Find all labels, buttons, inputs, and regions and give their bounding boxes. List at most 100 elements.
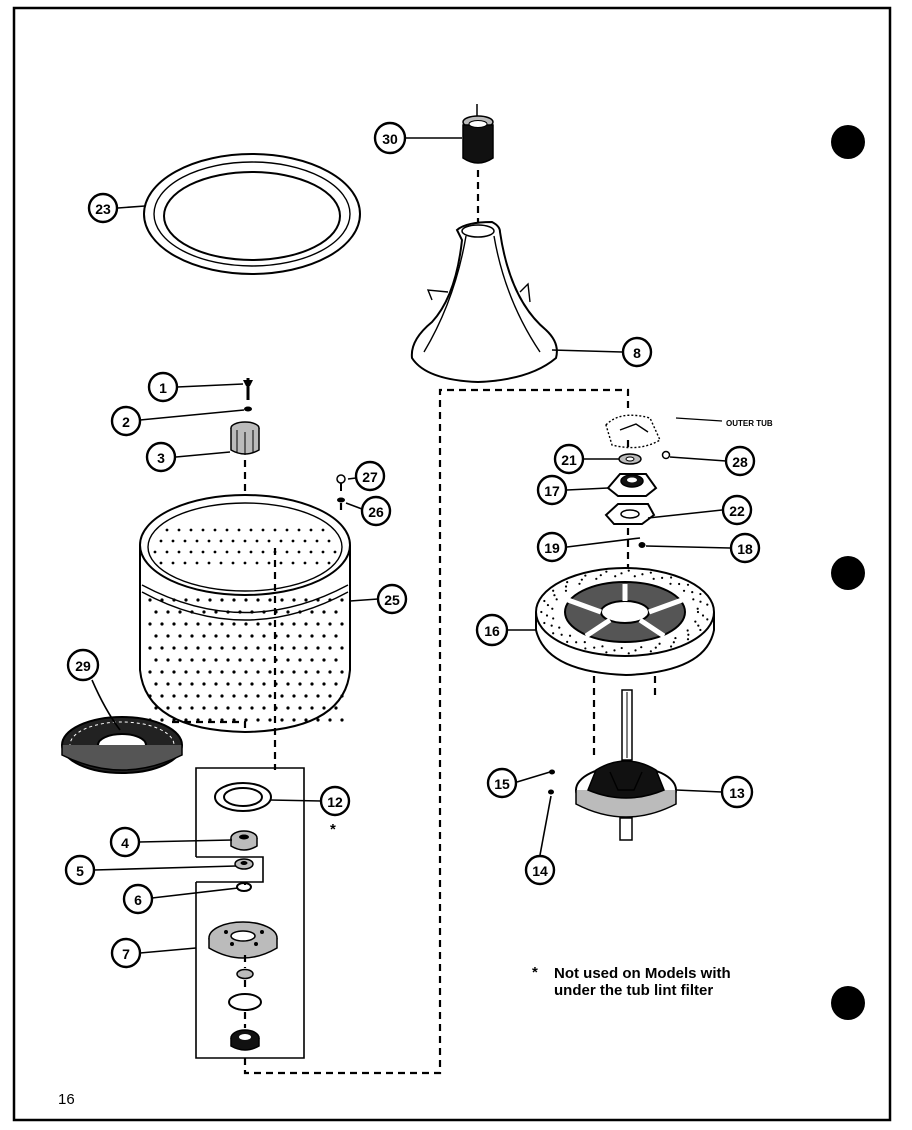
basket-perforation — [172, 718, 176, 722]
basket-perforation — [225, 550, 229, 554]
pulley-texture — [584, 647, 587, 650]
pulley-texture — [540, 610, 543, 614]
basket-perforation — [160, 622, 164, 626]
basket-perforation — [231, 539, 235, 543]
pulley-texture — [593, 646, 596, 649]
svg-text:16: 16 — [484, 623, 500, 639]
basket-perforation — [316, 670, 320, 674]
basket-perforation — [315, 561, 319, 565]
pulley-texture — [550, 624, 553, 627]
svg-text:26: 26 — [368, 504, 384, 520]
callout-26: 26 — [360, 495, 392, 527]
basket-perforation — [166, 706, 170, 710]
pulley-texture — [699, 592, 702, 596]
asterisk-marker: * — [330, 821, 336, 838]
svg-text:17: 17 — [544, 483, 560, 499]
pulley-texture — [658, 642, 661, 645]
pulley-texture — [706, 603, 709, 606]
svg-text:27: 27 — [362, 469, 378, 485]
basket-perforation — [262, 706, 266, 710]
basket-perforation — [316, 622, 320, 626]
basket-perforation — [327, 561, 331, 565]
page-border — [12, 6, 892, 1122]
basket-perforation — [190, 682, 194, 686]
outer-tub-label: OUTER TUB — [726, 419, 773, 428]
basket-perforation — [262, 682, 266, 686]
basket-perforation — [184, 598, 188, 602]
pulley-texture — [564, 585, 568, 588]
basket-perforation — [148, 622, 152, 626]
basket-perforation — [310, 682, 314, 686]
basket-perforation — [244, 622, 248, 626]
callout-12: 12 — [319, 785, 351, 817]
svg-text:19: 19 — [544, 540, 560, 556]
basket-perforation — [316, 646, 320, 650]
pulley-texture — [686, 629, 689, 632]
basket-perforation — [148, 646, 152, 650]
basket-perforation — [225, 528, 229, 532]
basket-perforation — [267, 539, 271, 543]
basket-perforation — [297, 528, 301, 532]
basket-perforation — [262, 610, 266, 614]
svg-text:13: 13 — [729, 785, 745, 801]
basket-perforation — [190, 706, 194, 710]
pulley-texture — [654, 646, 657, 649]
basket-perforation — [322, 634, 326, 638]
svg-text:12: 12 — [327, 794, 343, 810]
pulley-texture — [595, 577, 598, 580]
callout-19: 19 — [536, 531, 568, 563]
basket-perforation — [238, 682, 242, 686]
basket-perforation — [196, 622, 200, 626]
basket-perforation — [256, 670, 260, 674]
binder-hole-bottom — [831, 986, 865, 1020]
svg-text:7: 7 — [122, 946, 130, 962]
basket-perforation — [232, 694, 236, 698]
basket-perforation — [190, 634, 194, 638]
basket-perforation — [261, 550, 265, 554]
basket-perforation — [166, 658, 170, 662]
svg-text:25: 25 — [384, 592, 400, 608]
basket-perforation — [261, 528, 265, 532]
callout-7: 7 — [110, 937, 142, 969]
basket-perforation — [237, 528, 241, 532]
pulley-texture — [627, 569, 630, 572]
basket-perforation — [328, 694, 332, 698]
callout-22: 22 — [721, 494, 753, 526]
pulley-texture — [568, 634, 572, 637]
binder-hole-top — [831, 125, 865, 159]
svg-text:5: 5 — [76, 863, 84, 879]
basket-perforation — [250, 634, 254, 638]
basket-perforation — [171, 561, 175, 565]
svg-text:1: 1 — [159, 380, 167, 396]
pulley-texture — [634, 649, 637, 652]
callout-13: 13 — [720, 775, 754, 809]
basket-perforation — [202, 658, 206, 662]
pulley-texture — [627, 652, 630, 655]
basket-perforation — [172, 598, 176, 602]
basket-perforation — [201, 528, 205, 532]
basket-perforation — [190, 658, 194, 662]
basket-perforation — [292, 622, 296, 626]
basket-perforation — [256, 622, 260, 626]
basket-perforation — [286, 706, 290, 710]
basket-perforation — [280, 718, 284, 722]
pulley-texture — [580, 578, 583, 581]
callout-2: 2 — [110, 405, 142, 437]
pulley-texture — [696, 607, 699, 610]
binder-hole-middle — [831, 556, 865, 590]
pulley-texture — [552, 632, 555, 635]
basket-perforation — [268, 622, 272, 626]
pulley-texture — [706, 618, 709, 621]
basket-perforation — [256, 598, 260, 602]
pulley-texture — [678, 582, 681, 586]
basket-perforation — [165, 550, 169, 554]
basket-perforation — [148, 598, 152, 602]
pulley-texture — [578, 582, 581, 585]
svg-text:23: 23 — [95, 201, 111, 217]
part-15-screw — [549, 769, 555, 775]
callout-14: 14 — [524, 854, 556, 886]
basket-perforation — [226, 610, 230, 614]
basket-perforation — [304, 670, 308, 674]
basket-perforation — [238, 610, 242, 614]
svg-text:21: 21 — [561, 452, 577, 468]
